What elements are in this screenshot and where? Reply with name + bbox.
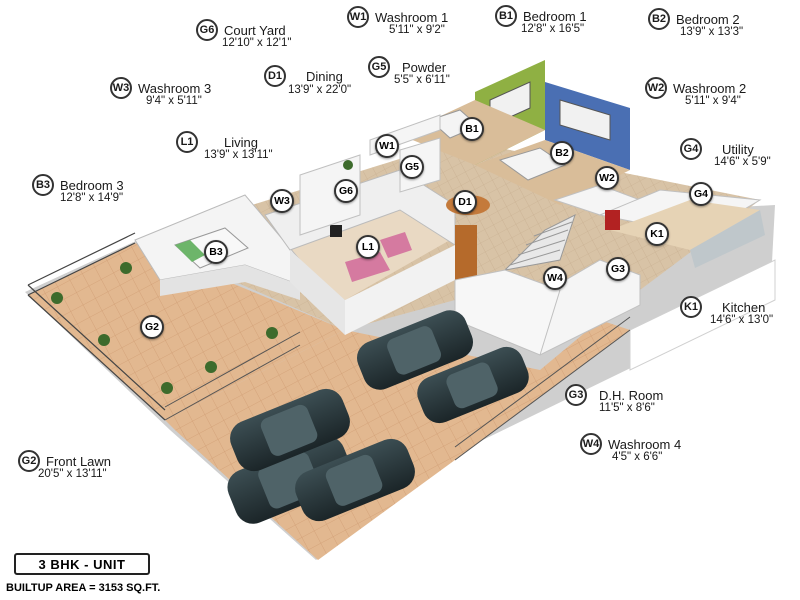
label-w2: W2 Washroom 2 5'11" x 9'4" xyxy=(645,77,746,107)
room-name: Front Lawn xyxy=(46,453,112,469)
room-name: Utility xyxy=(722,141,754,157)
label-g4: G4 Utility 14'6" x 5'9" xyxy=(680,138,771,168)
label-g5: G5 Powder 5'5" x 6'11" xyxy=(368,56,450,86)
room-dims: 13'9" x 13'3" xyxy=(680,26,744,38)
badge-w2: W2 xyxy=(645,77,667,99)
pin-w4: W4 xyxy=(543,266,567,290)
badge-b3: B3 xyxy=(32,174,54,196)
room-name: Powder xyxy=(402,59,447,75)
label-b1: B1 Bedroom 1 12'8" x 16'5" xyxy=(495,5,587,35)
room-dims: 13'9" x 22'0" xyxy=(288,84,352,96)
car-2 xyxy=(295,438,415,522)
badge-w3: W3 xyxy=(110,77,132,99)
badge-g2: G2 xyxy=(18,450,40,472)
room-name: Washroom 1 xyxy=(375,9,449,25)
room-dims: 12'8" x 16'5" xyxy=(521,23,585,35)
car-5 xyxy=(230,388,350,472)
pin-d1: D1 xyxy=(453,190,477,214)
room-name: Dining xyxy=(306,68,343,84)
pin-g4: G4 xyxy=(689,182,713,206)
pin-b3: B3 xyxy=(204,240,228,264)
label-g2: G2 Front Lawn 20'5" x 13'11" xyxy=(18,450,111,480)
badge-l1: L1 xyxy=(176,131,198,153)
railing-front xyxy=(164,331,301,421)
pin-w3: W3 xyxy=(270,189,294,213)
badge-g6: G6 xyxy=(196,19,218,41)
room-dims: 20'5" x 13'11" xyxy=(38,468,107,480)
staircase xyxy=(503,214,576,271)
car-4 xyxy=(417,346,529,424)
room-dims: 12'8" x 14'9" xyxy=(60,192,124,204)
pin-g2: G2 xyxy=(140,315,164,339)
pin-k1: K1 xyxy=(645,222,669,246)
room-dims: 14'6" x 5'9" xyxy=(714,156,771,168)
room-dims: 9'4" x 5'11" xyxy=(146,95,202,107)
room-dims: 5'11" x 9'2" xyxy=(389,24,445,36)
builtup-area-text: BUILTUP AREA = 3153 SQ.FT. xyxy=(6,582,161,594)
badge-k1: K1 xyxy=(680,296,702,318)
pin-w1: W1 xyxy=(375,134,399,158)
room-name: Bedroom 2 xyxy=(676,11,740,27)
room-name: Washroom 3 xyxy=(138,80,212,96)
label-b2: B2 Bedroom 2 13'9" x 13'3" xyxy=(648,8,743,38)
badge-b2: B2 xyxy=(648,8,670,30)
wood-door xyxy=(455,225,477,280)
badge-w1: W1 xyxy=(347,6,369,28)
badge-w4: W4 xyxy=(580,433,602,455)
room-dims: 13'9" x 13'11" xyxy=(204,149,273,161)
pin-w2: W2 xyxy=(595,166,619,190)
room-name: Living xyxy=(224,134,258,150)
pin-g6: G6 xyxy=(334,179,358,203)
room-dims: 5'11" x 9'4" xyxy=(685,95,741,107)
label-d1: D1 Dining 13'9" x 22'0" xyxy=(264,65,351,96)
badge-g4: G4 xyxy=(680,138,702,160)
room-name: Bedroom 1 xyxy=(523,8,587,24)
room-dims: 14'6" x 13'0" xyxy=(710,314,774,326)
front-lawn-floor xyxy=(28,243,345,420)
room-name: Kitchen xyxy=(722,299,766,315)
label-g3: G3 D.H. Room 11'5" x 8'6" xyxy=(565,384,663,414)
label-g6: G6 Court Yard 12'10" x 12'1" xyxy=(196,19,291,49)
label-l1: L1 Living 13'9" x 13'11" xyxy=(176,131,273,161)
railing-right xyxy=(454,316,631,461)
badge-b1: B1 xyxy=(495,5,517,27)
fridge xyxy=(605,210,620,230)
plants xyxy=(51,160,353,394)
room-dims: 4'5" x 6'6" xyxy=(612,451,663,463)
label-k1: K1 Kitchen 14'6" x 13'0" xyxy=(680,296,773,326)
room-dims: 11'5" x 8'6" xyxy=(599,402,655,414)
bed-b2 xyxy=(498,147,567,181)
sofa-living xyxy=(345,252,390,282)
unit-type-box: 3 BHK - UNIT xyxy=(14,553,150,575)
pin-g3: G3 xyxy=(606,257,630,281)
room-name: Washroom 4 xyxy=(608,436,682,452)
label-w4: W4 Washroom 4 4'5" x 6'6" xyxy=(580,433,681,463)
pin-b1: B1 xyxy=(460,117,484,141)
room-name: Court Yard xyxy=(224,22,286,38)
room-dims: 5'5" x 6'11" xyxy=(394,74,450,86)
car-3 xyxy=(356,310,474,390)
room-dims: 12'10" x 12'1" xyxy=(222,37,292,49)
pin-g5: G5 xyxy=(400,155,424,179)
railing-left xyxy=(27,232,166,421)
pin-l1: L1 xyxy=(356,235,380,259)
pin-b2: B2 xyxy=(550,141,574,165)
room-name: Washroom 2 xyxy=(673,80,747,96)
label-b3: B3 Bedroom 3 12'8" x 14'9" xyxy=(32,174,124,204)
badge-g5: G5 xyxy=(368,56,390,78)
room-name: D.H. Room xyxy=(599,387,664,403)
label-w1: W1 Washroom 1 5'11" x 9'2" xyxy=(347,6,448,36)
label-w3: W3 Washroom 3 9'4" x 5'11" xyxy=(110,77,211,107)
room-name: Bedroom 3 xyxy=(60,177,124,193)
badge-d1: D1 xyxy=(264,65,286,87)
badge-g3: G3 xyxy=(565,384,587,406)
